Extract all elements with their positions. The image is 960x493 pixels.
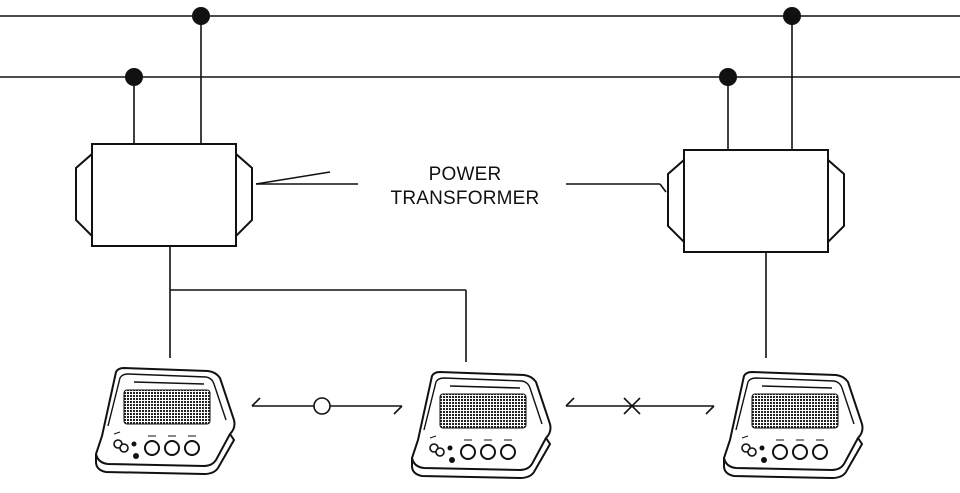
label-line-2: TRANSFORMER <box>391 188 540 209</box>
intercom-left <box>95 367 236 475</box>
label-leader-left <box>255 171 331 185</box>
label-line-1: POWER <box>429 164 502 185</box>
circle-symbol <box>313 397 331 415</box>
transformer-left <box>75 143 253 247</box>
link-left <box>251 397 403 415</box>
intercom-right <box>723 371 864 479</box>
transformer-right <box>667 149 845 253</box>
intercom-middle <box>411 371 552 479</box>
link-right <box>565 397 715 415</box>
